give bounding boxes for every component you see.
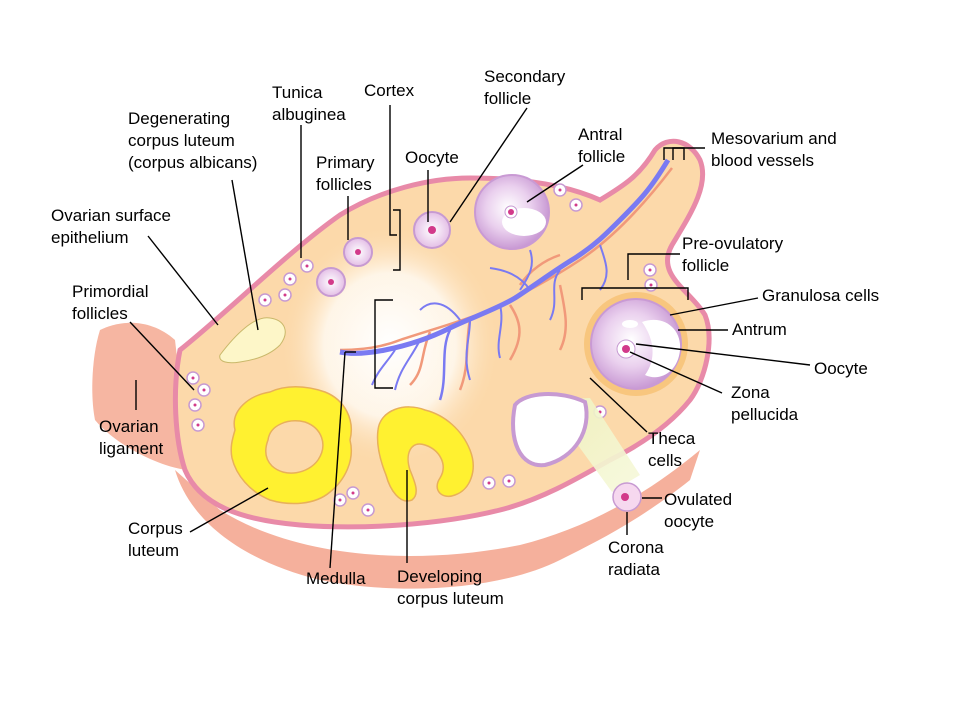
label-line: Antrum	[732, 320, 787, 339]
label-line: epithelium	[51, 228, 129, 247]
label-line: (corpus albicans)	[128, 153, 258, 172]
corpus-luteum-shape	[230, 386, 352, 505]
label-line: Ovarian	[99, 417, 159, 436]
label-line: Oocyte	[814, 359, 868, 378]
label-ovulated-oocyte: Ovulated oocyte	[664, 489, 732, 533]
label-line: pellucida	[731, 405, 799, 424]
primary-follicle-oocyte	[355, 249, 361, 255]
label-tunica-albuginea: Tunica albuginea	[272, 82, 346, 126]
label-line: radiata	[608, 560, 660, 579]
corpus-albicans	[219, 317, 286, 364]
label-line: Ovarian surface	[51, 206, 171, 225]
developing-corpus-luteum-shape	[376, 406, 474, 502]
primary-follicle-oocyte	[328, 279, 334, 285]
label-primordial-follicles: Primordial follicles	[72, 281, 149, 325]
antrum-fleck	[622, 320, 638, 328]
label-corona-radiata: Corona radiata	[608, 537, 664, 581]
pre-ovulatory-oocyte-nucleus	[622, 345, 630, 353]
label-oocyte-right: Oocyte	[814, 358, 868, 380]
label-line: Mesovarium and	[711, 129, 837, 148]
label-pre-ovulatory-follicle: Pre-ovulatory follicle	[682, 233, 783, 277]
label-line: Cortex	[364, 81, 415, 100]
label-line: follicles	[72, 304, 128, 323]
label-secondary-follicle: Secondary follicle	[484, 66, 565, 110]
label-line: Primordial	[72, 282, 149, 301]
label-antral-follicle: Antral follicle	[578, 124, 625, 168]
label-oocyte-top: Oocyte	[405, 147, 459, 169]
label-ovarian-surface-epithelium: Ovarian surface epithelium	[51, 205, 171, 249]
label-line: Pre-ovulatory	[682, 234, 784, 253]
label-line: Ovulated	[664, 490, 733, 509]
label-cortex: Cortex	[364, 80, 414, 102]
label-line: follicle	[682, 256, 730, 275]
label-primary-follicles: Primary follicles	[316, 152, 375, 196]
antral-follicle-nucleus	[508, 209, 514, 215]
secondary-follicle-oocyte	[428, 226, 436, 234]
label-line: Corpus	[128, 519, 183, 538]
label-line: luteum	[128, 541, 180, 560]
label-line: Medulla	[306, 569, 366, 588]
label-line: Primary	[316, 153, 375, 172]
label-line: Corona	[608, 538, 664, 557]
label-medulla: Medulla	[306, 568, 366, 590]
leader-lines	[129, 105, 811, 569]
label-line: ligament	[99, 439, 164, 458]
label-line: Antral	[578, 125, 623, 144]
label-line: blood vessels	[711, 151, 815, 170]
label-antrum: Antrum	[732, 319, 787, 341]
ruptured-follicle	[511, 392, 589, 468]
label-zona-pellucida: Zona pellucida	[731, 382, 798, 426]
label-line: cells	[648, 451, 683, 470]
label-degenerating-corpus-luteum: Degenerating corpus luteum (corpus albic…	[128, 108, 257, 174]
ovary-shadow	[175, 450, 700, 589]
label-line: follicles	[316, 175, 372, 194]
ovulated-oocyte-nucleus	[621, 493, 629, 501]
label-developing-corpus-luteum: Developing corpus luteum	[397, 566, 504, 610]
veins	[339, 158, 671, 401]
label-corpus-luteum: Corpus luteum	[128, 518, 183, 562]
label-line: albuginea	[272, 105, 346, 124]
label-theca-cells: Theca cells	[648, 428, 695, 472]
label-line: Developing	[397, 567, 483, 586]
label-line: Zona	[731, 383, 770, 402]
primordial-follicle-nuclei	[191, 188, 653, 512]
label-line: Secondary	[484, 67, 566, 86]
label-line: follicle	[578, 147, 626, 166]
label-mesovarium: Mesovarium and blood vessels	[711, 128, 837, 172]
label-granulosa-cells: Granulosa cells	[762, 285, 879, 307]
label-line: oocyte	[664, 512, 715, 531]
pre-ovulatory-antrum	[642, 319, 681, 378]
label-line: Oocyte	[405, 148, 459, 167]
label-ovarian-ligament: Ovarian ligament	[99, 416, 163, 460]
label-line: Theca	[648, 429, 696, 448]
label-line: follicle	[484, 89, 532, 108]
label-line: Degenerating	[128, 109, 231, 128]
label-line: corpus luteum	[128, 131, 235, 150]
label-line: Tunica	[272, 83, 323, 102]
label-line: Granulosa cells	[762, 286, 880, 305]
label-line: corpus luteum	[397, 589, 504, 608]
